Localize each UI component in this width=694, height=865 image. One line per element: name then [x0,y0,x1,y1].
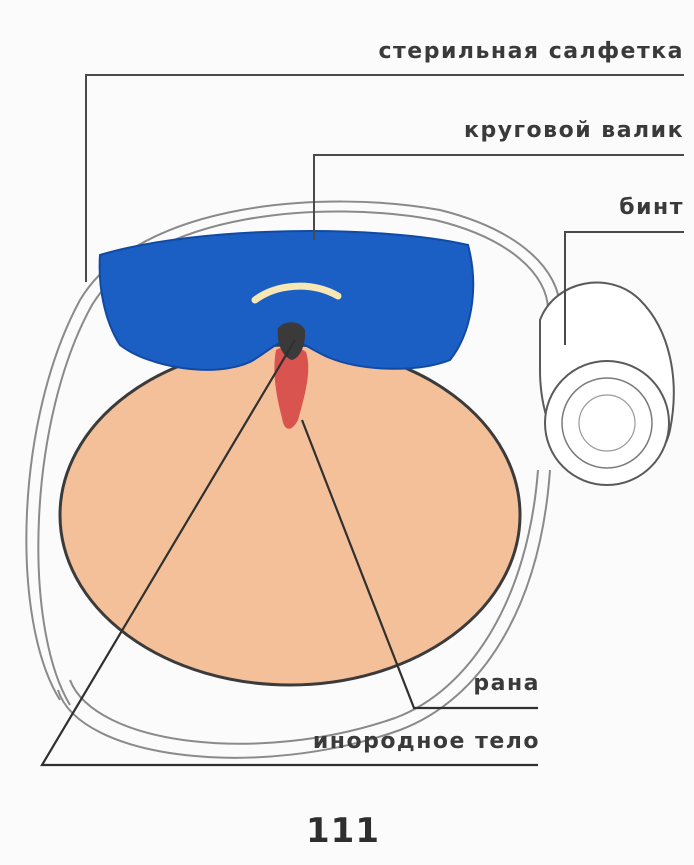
label-bandage: бинт [619,195,684,220]
page-number: 111 [306,811,380,851]
label-ring-roll: круговой валик [464,118,684,143]
label-foreign-body: инородное тело [313,729,540,754]
label-sterile-napkin: стерильная салфетка [378,39,684,64]
bandage-roll-icon [540,283,674,485]
label-wound: рана [473,671,540,696]
